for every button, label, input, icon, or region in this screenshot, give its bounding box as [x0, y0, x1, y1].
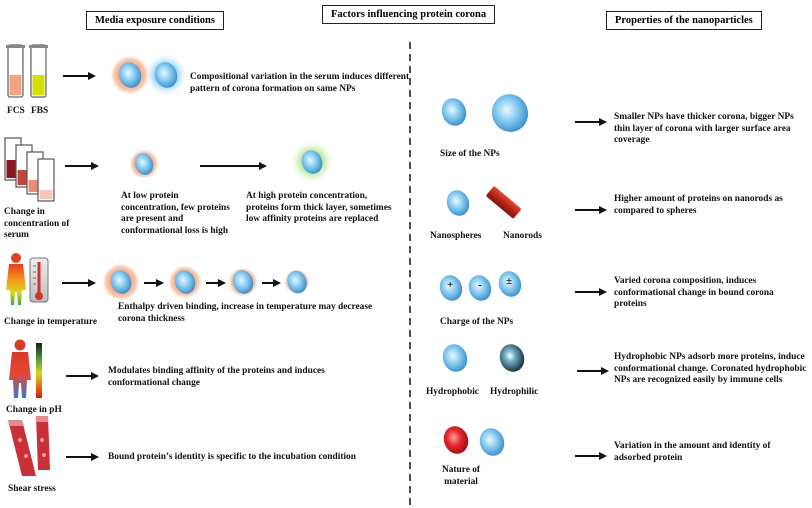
thermometer-icon — [29, 257, 49, 303]
np-temp-stage-3-icon — [228, 267, 258, 297]
nanospheres-label: Nanospheres — [430, 231, 482, 241]
hydrophilic-np-icon — [499, 344, 525, 372]
material-label: Nature of material — [441, 465, 481, 487]
temperature-label: Change in temperature — [4, 317, 98, 327]
concentration-label: Change in concentration of serum — [4, 207, 70, 240]
np-blue-corona-icon — [145, 54, 187, 96]
fbs-tube-icon — [29, 44, 48, 98]
shape-description: Higher amount of proteins on nanorods as… — [614, 194, 783, 216]
np-negative-icon — [468, 275, 492, 301]
blood-vessel-icon — [8, 416, 50, 476]
body-ph-icon — [9, 339, 31, 398]
fbs-label: FBS — [31, 106, 49, 116]
blue-np-icon — [479, 428, 505, 456]
low-concentration-description: At low protein concentration, few protei… — [121, 191, 230, 236]
header-factors: Factors influencing protein corona — [322, 5, 496, 24]
np-temp-stage-4-icon — [284, 269, 310, 295]
small-np-icon — [441, 98, 467, 126]
shear-description: Bound protein’s identity is specific to … — [108, 452, 356, 462]
np-neutral-icon — [498, 271, 522, 297]
nanorod-icon — [486, 186, 521, 219]
size-description: Smaller NPs have thicker corona, bigger … — [614, 112, 794, 145]
hydrophilic-label: Hydrophilic — [490, 387, 539, 397]
header-media-exposure: Media exposure conditions — [86, 11, 224, 30]
size-label: Size of the NPs — [440, 149, 500, 159]
hydrophobic-label: Hydrophobic — [426, 387, 479, 397]
shear-label: Shear stress — [8, 484, 56, 494]
np-temp-stage-2-icon — [168, 265, 202, 299]
body-heat-icon — [6, 253, 26, 305]
serum-tubes-icon — [4, 137, 55, 202]
red-np-icon — [443, 426, 469, 454]
charge-description: Varied corona composition, induces confo… — [614, 276, 774, 309]
hydrophobic-np-icon — [442, 344, 468, 372]
nanosphere-icon — [446, 190, 470, 216]
fcs-tube-icon — [6, 44, 25, 98]
nanorods-label: Nanorods — [503, 231, 542, 241]
charge-label: Charge of the NPs — [440, 317, 514, 327]
serum-description: Compositional variation in the serum ind… — [190, 72, 410, 94]
large-np-icon — [491, 94, 529, 132]
ph-description: Modulates binding affinity of the protei… — [108, 366, 325, 388]
charge-sign-positive: + — [447, 279, 454, 291]
header-np-properties: Properties of the nanoparticles — [606, 11, 762, 30]
high-concentration-description: At high protein concentration, proteins … — [246, 191, 392, 224]
np-positive-icon — [439, 275, 463, 301]
material-description: Variation in the amount and identity of … — [614, 441, 771, 463]
np-thin-corona-icon — [129, 149, 159, 179]
ph-label: Change in pH — [6, 405, 62, 415]
ph-scale-icon — [36, 343, 42, 398]
temperature-description: Enthalpy driven binding, increase in tem… — [118, 302, 373, 324]
np-thick-green-corona-icon — [291, 141, 333, 183]
np-temp-stage-1-icon — [102, 263, 140, 301]
charge-sign-negative: - — [478, 279, 482, 291]
np-orange-corona-icon — [110, 55, 150, 95]
hydro-description: Hydrophobic NPs adsorb more proteins, in… — [614, 352, 807, 385]
charge-sign-neutral: ± — [506, 275, 513, 287]
fcs-label: FCS — [7, 106, 25, 116]
